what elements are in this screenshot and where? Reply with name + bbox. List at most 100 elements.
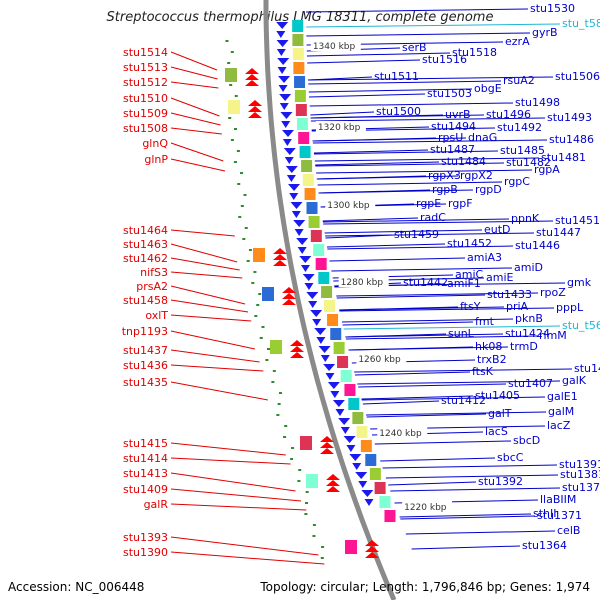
gc-dot bbox=[240, 205, 244, 207]
gene-arrow bbox=[283, 148, 296, 155]
right-gene-label: rgpX2 bbox=[460, 169, 493, 182]
right-gene-label: stu1407 bbox=[508, 377, 553, 390]
left-gene-label: stu1436 bbox=[123, 359, 168, 372]
right-gene-label: stu1503 bbox=[427, 87, 472, 100]
feature-block bbox=[313, 244, 325, 256]
gene-arrow bbox=[284, 157, 294, 164]
right-gene-label: stu1442 bbox=[403, 276, 448, 289]
right-gene-label: galM bbox=[548, 405, 574, 418]
label-connector bbox=[170, 285, 246, 305]
gc-dot bbox=[312, 535, 316, 537]
gene-arrow bbox=[308, 301, 318, 308]
gene-arrow bbox=[282, 299, 296, 305]
right-gene-label: sbcC bbox=[497, 451, 524, 464]
gc-dot bbox=[312, 524, 316, 526]
right-gene-label: sunL bbox=[448, 327, 475, 340]
label-connector bbox=[358, 383, 507, 388]
gc-dot bbox=[305, 491, 309, 493]
right-gene-label: rgpF bbox=[448, 197, 473, 210]
feature-block bbox=[306, 474, 318, 488]
gene-arrow bbox=[323, 364, 336, 371]
label-connector bbox=[405, 530, 556, 535]
gene-arrow bbox=[285, 166, 298, 173]
gene-arrow bbox=[312, 319, 322, 326]
right-gene-label: eutD bbox=[484, 223, 511, 236]
feature-block bbox=[301, 160, 313, 172]
left-gene-label: stu1514 bbox=[123, 46, 168, 59]
right-gene-label: amiF1 bbox=[447, 277, 481, 290]
gc-dot bbox=[277, 403, 281, 405]
label-connector bbox=[307, 59, 421, 64]
label-connector bbox=[400, 515, 536, 520]
right-gene-label: sbcD bbox=[513, 434, 540, 447]
gene-arrow bbox=[297, 247, 307, 254]
feature-block bbox=[315, 258, 327, 270]
gc-dot bbox=[234, 95, 238, 97]
label-connector bbox=[315, 162, 505, 167]
gene-arrow bbox=[299, 256, 312, 263]
label-connector bbox=[170, 551, 325, 565]
label-connector bbox=[308, 88, 473, 93]
feature-block bbox=[294, 90, 306, 102]
left-gene-label: galR bbox=[144, 498, 169, 511]
label-connector bbox=[309, 93, 426, 98]
label-connector bbox=[170, 503, 307, 511]
left-gene-label: stu1462 bbox=[123, 252, 168, 265]
right-gene-label: stu1424 bbox=[505, 327, 550, 340]
gc-dot bbox=[227, 62, 231, 64]
right-gene-label: stu1493 bbox=[547, 111, 592, 124]
left-gene-label: oxlT bbox=[145, 309, 168, 322]
right-gene-label: hk08 bbox=[475, 340, 502, 353]
label-connector bbox=[170, 229, 235, 237]
feature-block bbox=[293, 62, 305, 74]
gene-arrow bbox=[248, 112, 262, 118]
right-gene-label: sthII bbox=[533, 507, 557, 520]
accession-text: Accession: NC_006448 bbox=[8, 580, 145, 594]
gc-dot bbox=[236, 150, 240, 152]
gc-dot bbox=[272, 370, 276, 372]
right-gene-label: amiE bbox=[486, 271, 514, 284]
label-connector bbox=[170, 66, 218, 80]
right-gene-label: lacZ bbox=[547, 419, 571, 432]
scale-mark-bg bbox=[315, 121, 366, 132]
left-gene-label: nifS3 bbox=[140, 266, 168, 279]
gc-dot bbox=[278, 392, 282, 394]
gene-arrow bbox=[326, 474, 340, 480]
label-connector bbox=[170, 299, 249, 313]
gene-arrow bbox=[326, 480, 340, 486]
label-connector bbox=[390, 487, 561, 492]
scale-mark-bg bbox=[325, 199, 376, 210]
gene-arrow bbox=[320, 448, 334, 454]
right-gene-label: ftsY bbox=[460, 300, 481, 313]
label-connector bbox=[327, 245, 514, 250]
right-gene-label: rimM bbox=[539, 329, 567, 342]
gc-dot bbox=[267, 348, 271, 350]
gc-dot bbox=[298, 469, 302, 471]
gene-arrow bbox=[278, 76, 291, 83]
right-gene-label: stu1492 bbox=[497, 121, 542, 134]
right-gene-label: stu1412 bbox=[441, 394, 486, 407]
feature-block bbox=[348, 398, 360, 410]
right-gene-label: fmt bbox=[475, 315, 495, 328]
left-gene-label: stu1414 bbox=[123, 452, 168, 465]
right-gene-label: rgpC bbox=[504, 175, 530, 188]
scale-mark-bg bbox=[377, 427, 428, 438]
label-connector bbox=[313, 150, 499, 155]
right-gene-label: galT bbox=[488, 407, 512, 420]
label-connector bbox=[170, 271, 243, 279]
feature-block bbox=[292, 48, 304, 60]
gene-arrow bbox=[314, 328, 327, 335]
label-connectors bbox=[170, 8, 573, 565]
feature-block bbox=[228, 100, 240, 114]
right-gene-label: ezrA bbox=[505, 35, 530, 48]
left-gene-label: stu1409 bbox=[123, 483, 168, 496]
right-gene-label: gmk bbox=[567, 276, 592, 289]
gc-dot bbox=[271, 381, 275, 383]
gene-arrow bbox=[278, 85, 288, 92]
gene-arrow bbox=[349, 454, 362, 461]
gc-dot bbox=[240, 172, 244, 174]
feature-block bbox=[324, 300, 335, 312]
gene-arrow bbox=[245, 74, 259, 80]
gene-arrow bbox=[282, 293, 296, 299]
gene-arrow bbox=[286, 175, 296, 182]
